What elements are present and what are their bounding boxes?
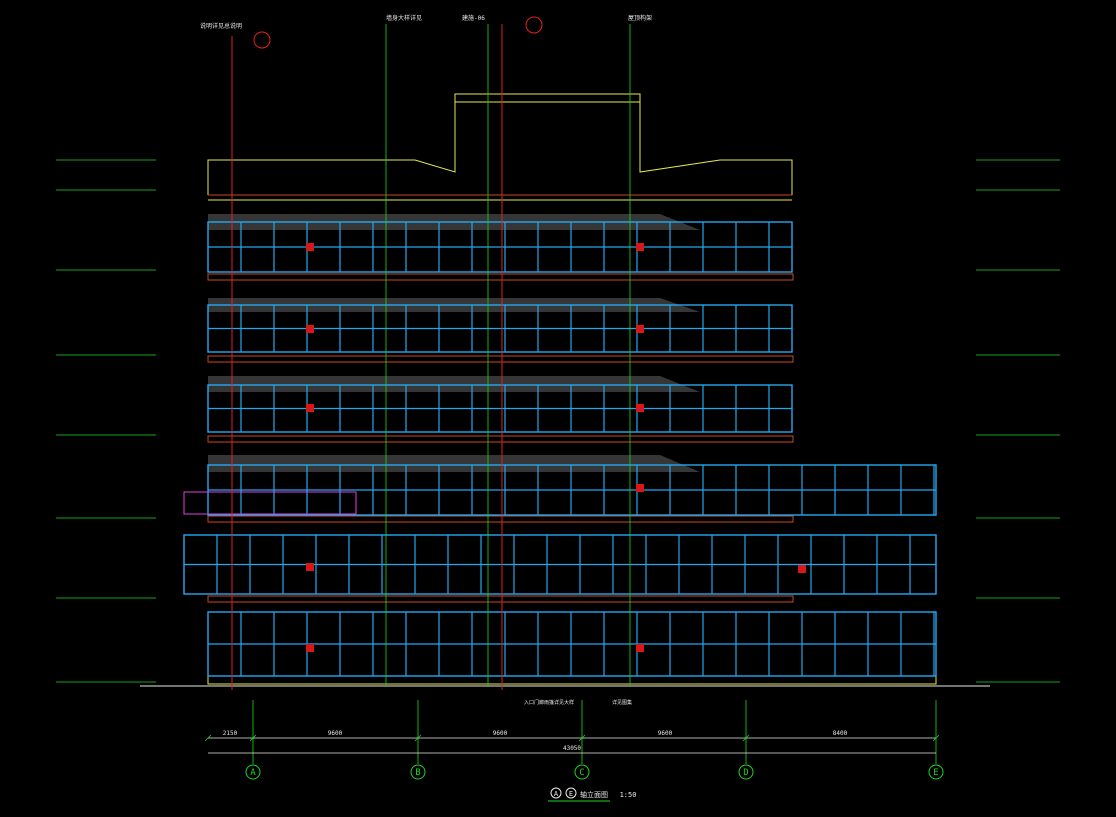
bottom-dimensions xyxy=(208,737,936,754)
note-1: 说明详见总说明 xyxy=(200,22,242,30)
bottom-note-1: 入口门廊雨篷详见大样 xyxy=(524,699,574,706)
dim-tick xyxy=(742,734,750,742)
section-lines xyxy=(231,24,503,690)
dimension-ticks xyxy=(204,734,940,742)
slab xyxy=(207,273,794,281)
title-axis-2: E xyxy=(569,790,573,798)
dim-label-4: 9600 xyxy=(658,730,673,737)
title-axis-1: A xyxy=(554,790,559,798)
dim-label-3: 9600 xyxy=(493,730,508,737)
dim-label-5: 8400 xyxy=(833,730,848,737)
axis-bubble-d xyxy=(738,764,754,780)
axis-label-c: C xyxy=(579,768,584,778)
note-2: 墙身大样详见 xyxy=(386,14,422,22)
railing xyxy=(183,491,357,515)
section-markers xyxy=(253,16,543,49)
slab xyxy=(207,515,794,523)
curtain-wall-glazing xyxy=(183,221,937,677)
axis-label-e: E xyxy=(933,768,938,778)
axis-bubble-b xyxy=(410,764,426,780)
fire-marker xyxy=(306,563,314,571)
fire-marker xyxy=(636,644,644,652)
dim-tick xyxy=(414,734,422,742)
axis-label-b: B xyxy=(415,768,420,778)
fire-marker xyxy=(636,243,644,251)
dim-label-1: 2150 xyxy=(223,730,238,737)
roof-band xyxy=(208,376,700,392)
dim-tick xyxy=(249,734,257,742)
fire-marker xyxy=(306,243,314,251)
slab xyxy=(207,435,794,443)
bottom-note-2: 详见图集 xyxy=(612,699,632,706)
fire-marker xyxy=(306,325,314,333)
bottom-notes: 入口门廊雨篷详见大样 详见图集 xyxy=(524,699,632,706)
fire-marker xyxy=(306,404,314,412)
roof-band xyxy=(208,455,700,472)
fire-marker xyxy=(636,325,644,333)
axis-lines xyxy=(252,24,937,764)
drawing-title: A E 轴立面图 1:50 xyxy=(548,787,637,802)
fire-marker xyxy=(636,484,644,492)
title-text: 轴立面图 xyxy=(580,790,608,799)
level-lines xyxy=(56,159,1060,683)
dim-tick xyxy=(932,734,940,742)
axis-bubbles: A B C D E xyxy=(245,764,944,780)
dim-tick xyxy=(578,734,586,742)
dim-total: 43050 xyxy=(563,745,581,752)
fire-marker xyxy=(798,565,806,573)
roof-structure xyxy=(207,93,793,201)
title-bubble-1 xyxy=(550,787,562,799)
axis-label-a: A xyxy=(250,768,256,778)
dim-label-2: 9600 xyxy=(328,730,343,737)
axis-bubble-e xyxy=(928,764,944,780)
axis-bubble-c xyxy=(574,764,590,780)
top-notes: 说明详见总说明 墙身大样详见 建施-06 屋顶构架 xyxy=(200,14,652,30)
note-4: 屋顶构架 xyxy=(628,14,652,22)
dim-tick xyxy=(204,734,212,742)
note-3: 建施-06 xyxy=(462,14,485,22)
fire-marker xyxy=(636,404,644,412)
bottom-dim-labels: 2150 9600 9600 9600 8400 43050 xyxy=(223,730,848,752)
slab xyxy=(207,595,794,603)
axis-label-d: D xyxy=(743,768,748,778)
slab xyxy=(207,355,794,363)
fire-marker xyxy=(306,644,314,652)
title-scale: 1:50 xyxy=(620,791,637,799)
title-bubble-2 xyxy=(565,787,577,799)
axis-bubble-a xyxy=(245,764,261,780)
